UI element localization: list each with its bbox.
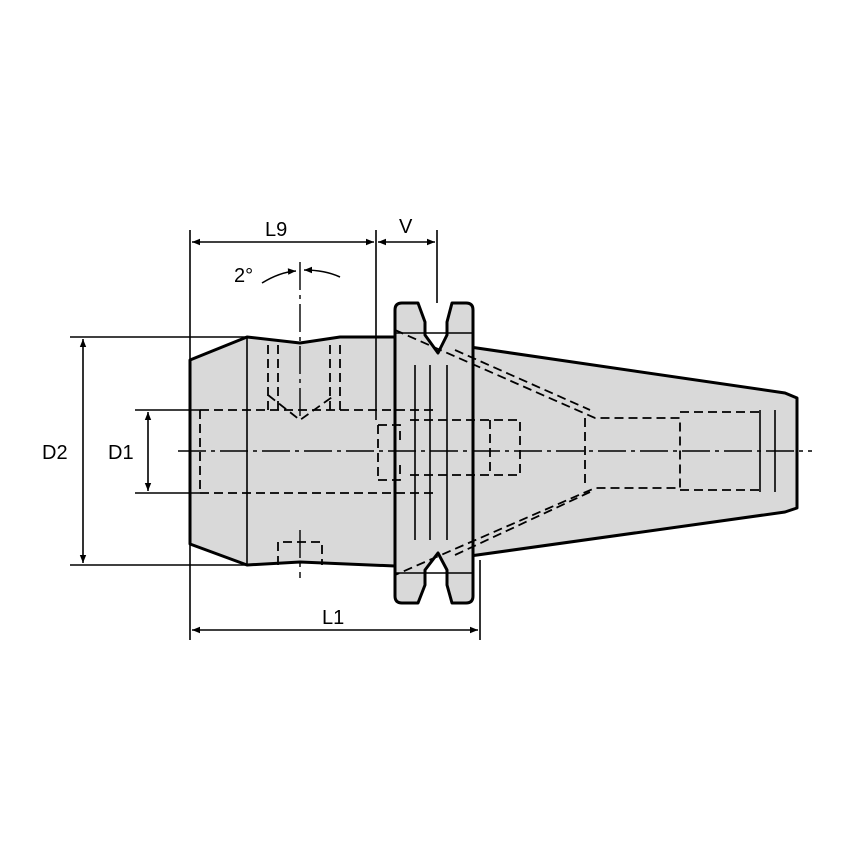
label-v: V	[399, 216, 413, 238]
label-l1: L1	[322, 607, 344, 629]
internal-features	[199, 329, 776, 576]
label-angle: 2°	[234, 265, 253, 287]
label-d1: D1	[108, 442, 134, 464]
extension-lines	[70, 230, 481, 640]
label-l9: L9	[265, 219, 287, 241]
angle-arc	[261, 268, 297, 284]
label-d2: D2	[42, 442, 68, 464]
